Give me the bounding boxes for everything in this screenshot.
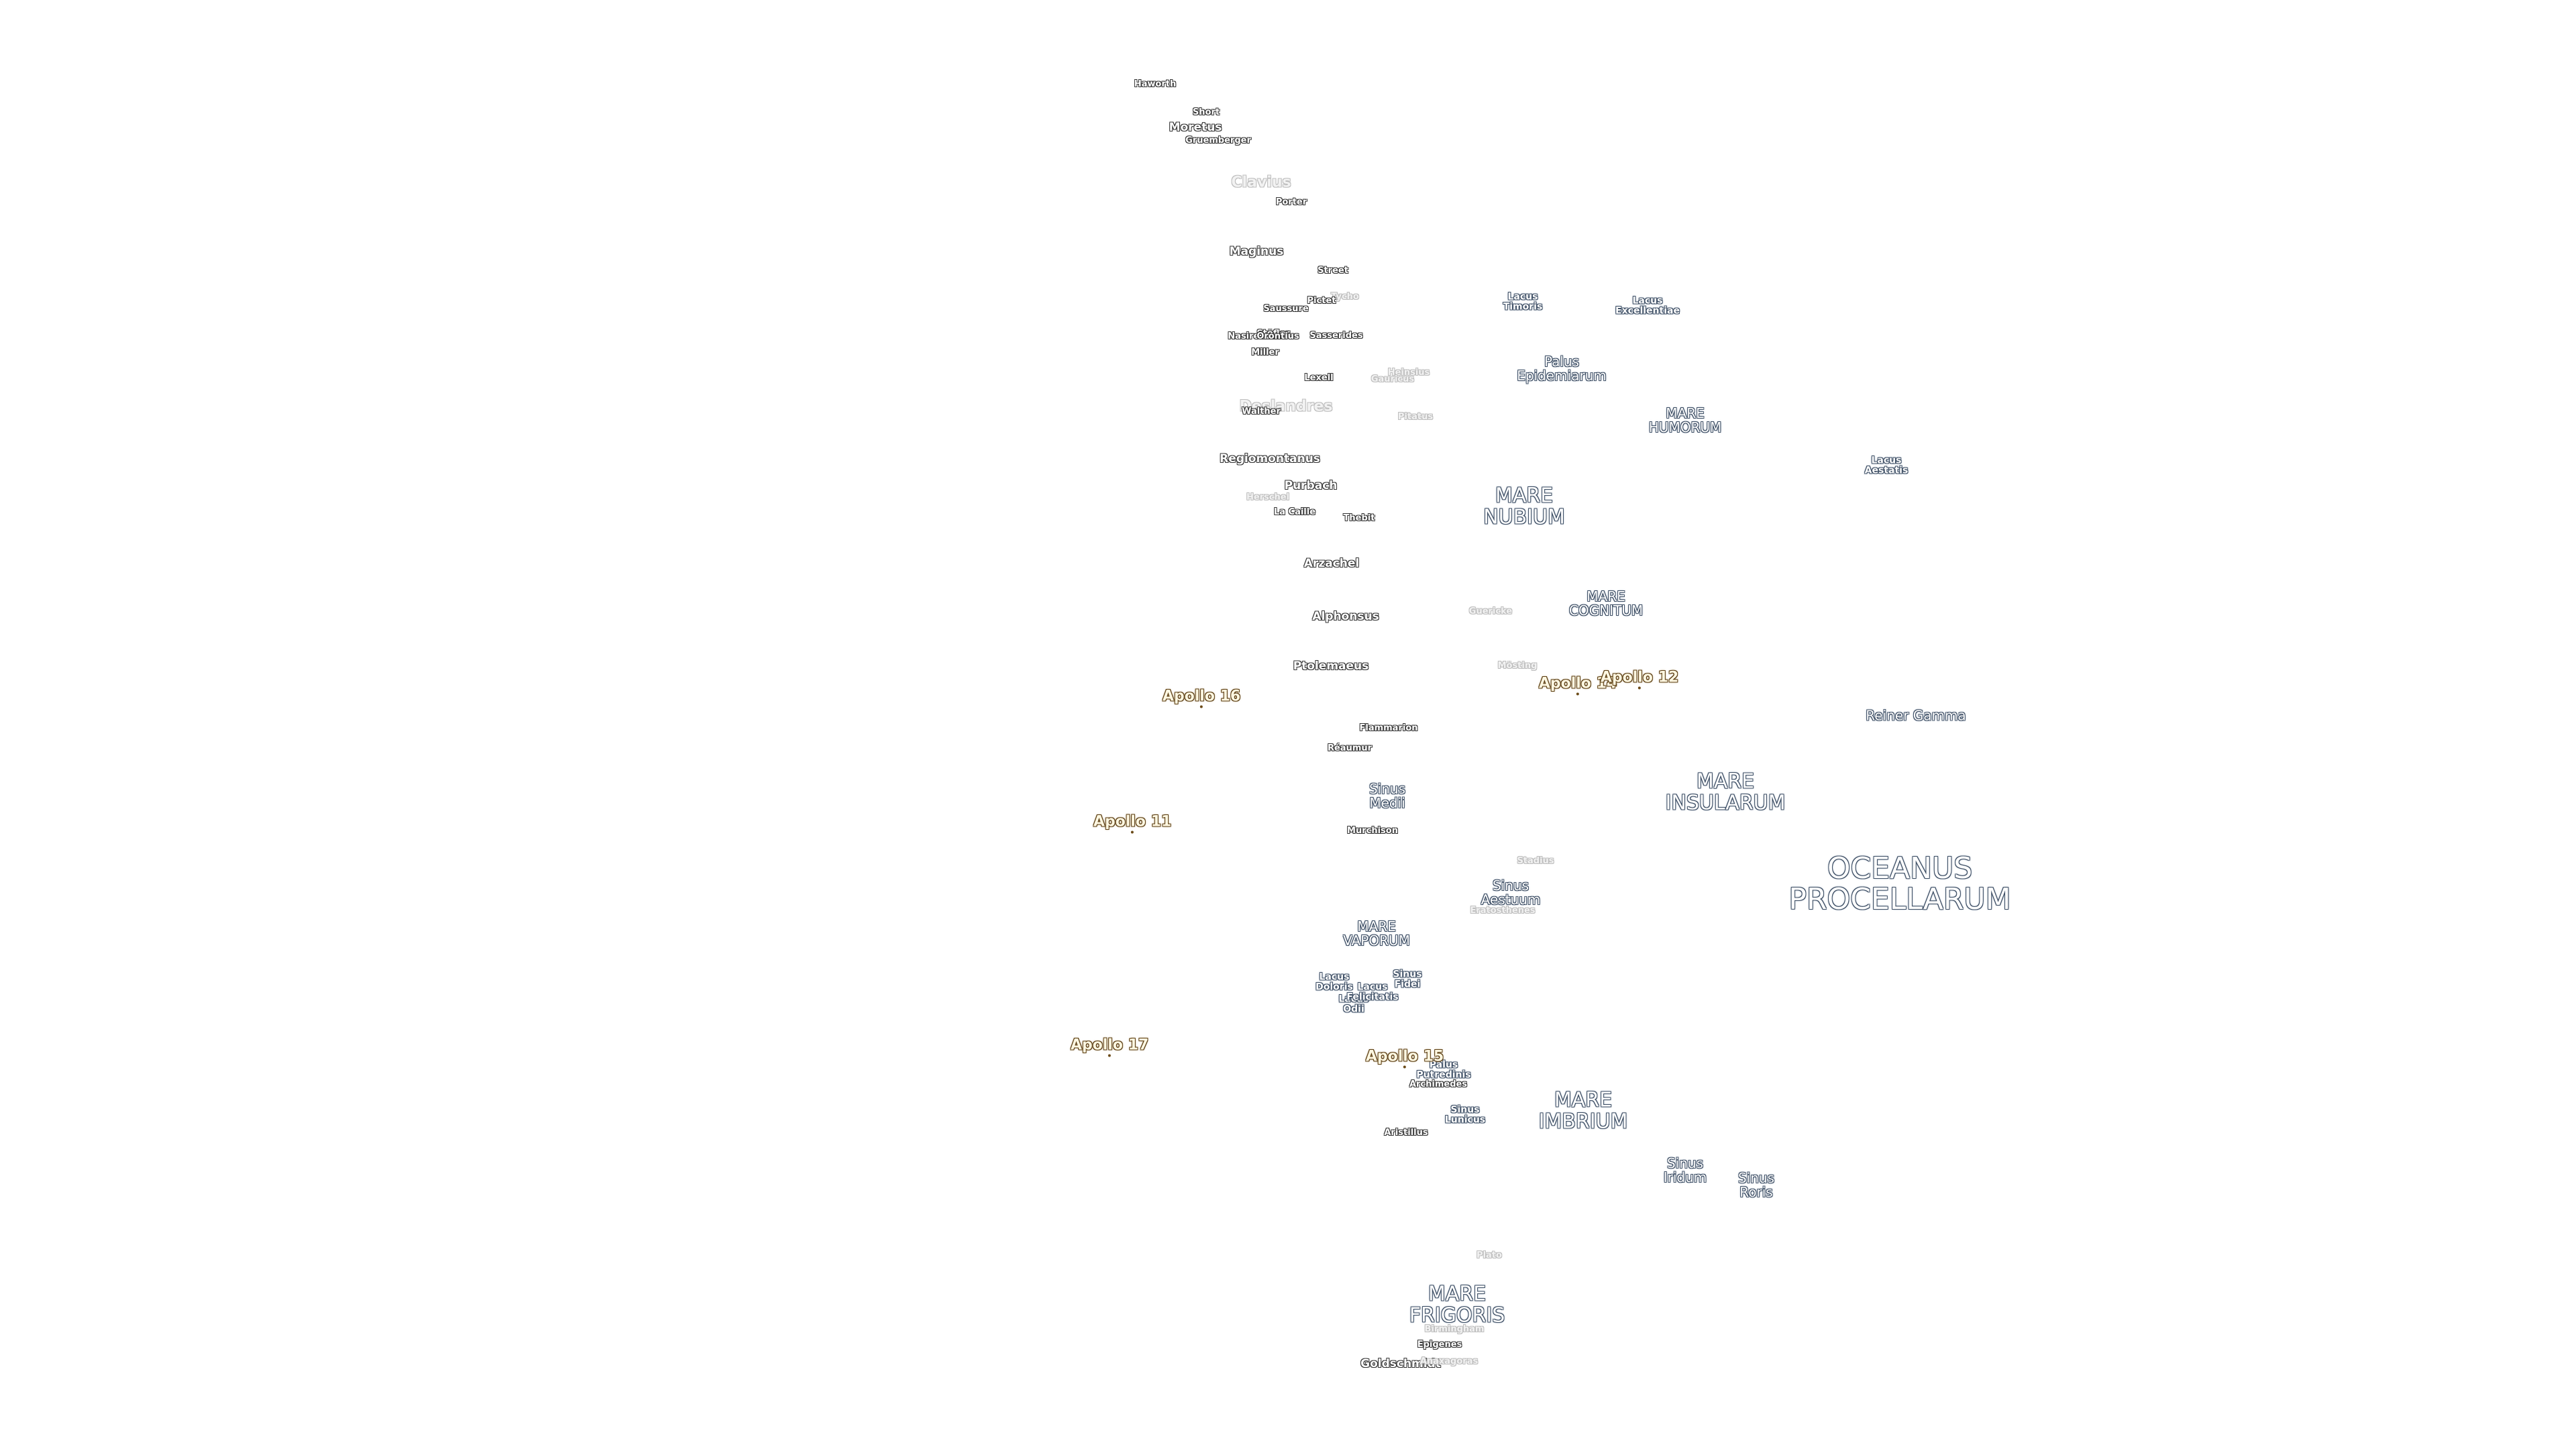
crater-murchison[interactable]: Murchison [1347,826,1398,837]
lacus-odii[interactable]: Lacus Odii [1338,994,1369,1014]
mare-frigoris[interactable]: MARE FRIGORIS [1409,1282,1505,1327]
crater-archimedes[interactable]: Archimedes [1409,1079,1468,1090]
crater-epigenes[interactable]: Epigenes [1417,1340,1462,1350]
mare-imbrium[interactable]: MARE IMBRIUM [1538,1088,1628,1133]
mare-humorum[interactable]: MARE HUMORUM [1648,405,1722,435]
mare-cognitum[interactable]: MARE COGNITUM [1568,588,1644,619]
landing-marker-icon [1199,705,1203,708]
crater-miller[interactable]: Miller [1251,347,1279,358]
crater-nasireddin[interactable]: Nasireddin [1228,331,1281,342]
apollo-17-label: Apollo 17 [1070,1036,1149,1054]
sinus-aestuum[interactable]: Sinus Aestuum [1481,877,1541,908]
crater-eratosthenes[interactable]: Eratosthenes [1470,906,1536,916]
crater-heinsius[interactable]: Heinsius [1387,368,1430,378]
crater-anaxagoras[interactable]: Anaxagoras [1419,1356,1479,1367]
sinus-fidei[interactable]: Sinus Fidei [1393,969,1422,989]
sinus-lunicus[interactable]: Sinus Lunicus [1444,1104,1486,1125]
apollo-14-label: Apollo 14 [1538,675,1617,692]
crater-saussure[interactable]: Saussure [1263,304,1309,315]
apollo-11-site[interactable]: Apollo 11 [1093,813,1172,834]
crater-ptolemaeus[interactable]: Ptolemaeus [1293,659,1369,674]
crater-clavius[interactable]: Clavius [1231,174,1291,191]
crater-mosting[interactable]: Mösting [1497,661,1538,672]
crater-short[interactable]: Short [1192,107,1220,118]
oceanus-procellarum[interactable]: OCEANUS PROCELLARUM [1788,851,2011,916]
apollo-16-label: Apollo 16 [1162,688,1241,705]
crater-stofler[interactable]: Stöfler [1256,329,1290,339]
crater-regiomontanus[interactable]: Regiomontanus [1220,452,1320,466]
lacus-excellentiae[interactable]: Lacus Excellentiae [1615,295,1680,316]
landing-marker-icon [1638,686,1641,690]
crater-alphonsus[interactable]: Alphonsus [1312,610,1379,624]
crater-gauricus[interactable]: Gauricus [1371,374,1415,385]
lacus-doloris[interactable]: Lacus Doloris [1316,971,1353,992]
crater-arzachel[interactable]: Arzachel [1303,557,1360,571]
apollo-11-label: Apollo 11 [1093,813,1172,830]
crater-moretus[interactable]: Moretus [1169,121,1222,135]
crater-thebit[interactable]: Thebit [1343,513,1375,524]
crater-walther[interactable]: Walther [1242,407,1281,417]
landing-marker-icon [1576,692,1579,696]
crater-reaumur[interactable]: Réaumur [1327,743,1373,754]
lacus-timoris[interactable]: Lacus Timoris [1503,291,1543,312]
landing-marker-icon [1130,830,1134,834]
crater-birmingham[interactable]: Birmingham [1424,1324,1485,1335]
crater-street[interactable]: Street [1318,266,1348,276]
palus-putredinis[interactable]: Palus Putredinis [1416,1059,1471,1080]
lacus-aestatis[interactable]: Lacus Aestatis [1864,455,1909,476]
crater-flammarion[interactable]: Flammarion [1359,723,1418,734]
crater-pitatus[interactable]: Pitatus [1397,412,1434,423]
apollo-12-label: Apollo 12 [1600,669,1679,686]
crater-plato[interactable]: Plato [1477,1250,1502,1261]
lacus-felicitatis[interactable]: Lacus Felicitatis [1346,981,1399,1002]
sinus-roris[interactable]: Sinus Roris [1737,1170,1775,1200]
palus-epidemiarum[interactable]: Palus Epidemiarum [1517,354,1607,384]
mare-vaporum[interactable]: MARE VAPORUM [1343,918,1410,949]
crater-lexell[interactable]: Lexell [1304,373,1334,384]
crater-pictet[interactable]: Pictet [1307,296,1336,307]
sinus-iridum[interactable]: Sinus Iridum [1663,1155,1707,1185]
mare-insularum[interactable]: MARE INSULARUM [1665,769,1786,814]
crater-sasserides[interactable]: Sasserides [1309,331,1363,341]
sinus-medii[interactable]: Sinus Medii [1368,781,1406,811]
landing-marker-icon [1403,1065,1406,1069]
crater-stadius[interactable]: Stadius [1517,856,1554,867]
reiner-gamma[interactable]: Reiner Gamma [1866,707,1966,724]
crater-la-caille[interactable]: La Caille [1273,507,1316,518]
crater-goldschmidt[interactable]: Goldschmidt [1360,1357,1441,1371]
crater-haworth[interactable]: Haworth [1134,79,1177,90]
crater-gruemberger[interactable]: Gruemberger [1185,136,1251,146]
apollo-15-label: Apollo 15 [1365,1048,1444,1065]
crater-tycho[interactable]: Tycho [1331,292,1359,303]
apollo-15-site[interactable]: Apollo 15 [1365,1048,1444,1069]
apollo-17-site[interactable]: Apollo 17 [1070,1036,1149,1057]
crater-deslandres[interactable]: Deslandres [1239,398,1333,415]
crater-porter[interactable]: Porter [1275,197,1307,208]
apollo-12-site[interactable]: Apollo 12 [1600,669,1679,690]
apollo-14-site[interactable]: Apollo 14 [1538,675,1617,696]
landing-marker-icon [1108,1054,1111,1057]
crater-guericke[interactable]: Guericke [1468,606,1513,617]
crater-herschel[interactable]: Herschel [1246,492,1290,503]
crater-orontius[interactable]: Orontius [1256,331,1299,342]
crater-purbach[interactable]: Purbach [1284,479,1338,493]
crater-aristillus[interactable]: Aristillus [1384,1128,1428,1138]
mare-nubium[interactable]: MARE NUBIUM [1483,484,1565,529]
apollo-16-site[interactable]: Apollo 16 [1162,688,1241,708]
crater-maginus[interactable]: Maginus [1229,245,1284,259]
